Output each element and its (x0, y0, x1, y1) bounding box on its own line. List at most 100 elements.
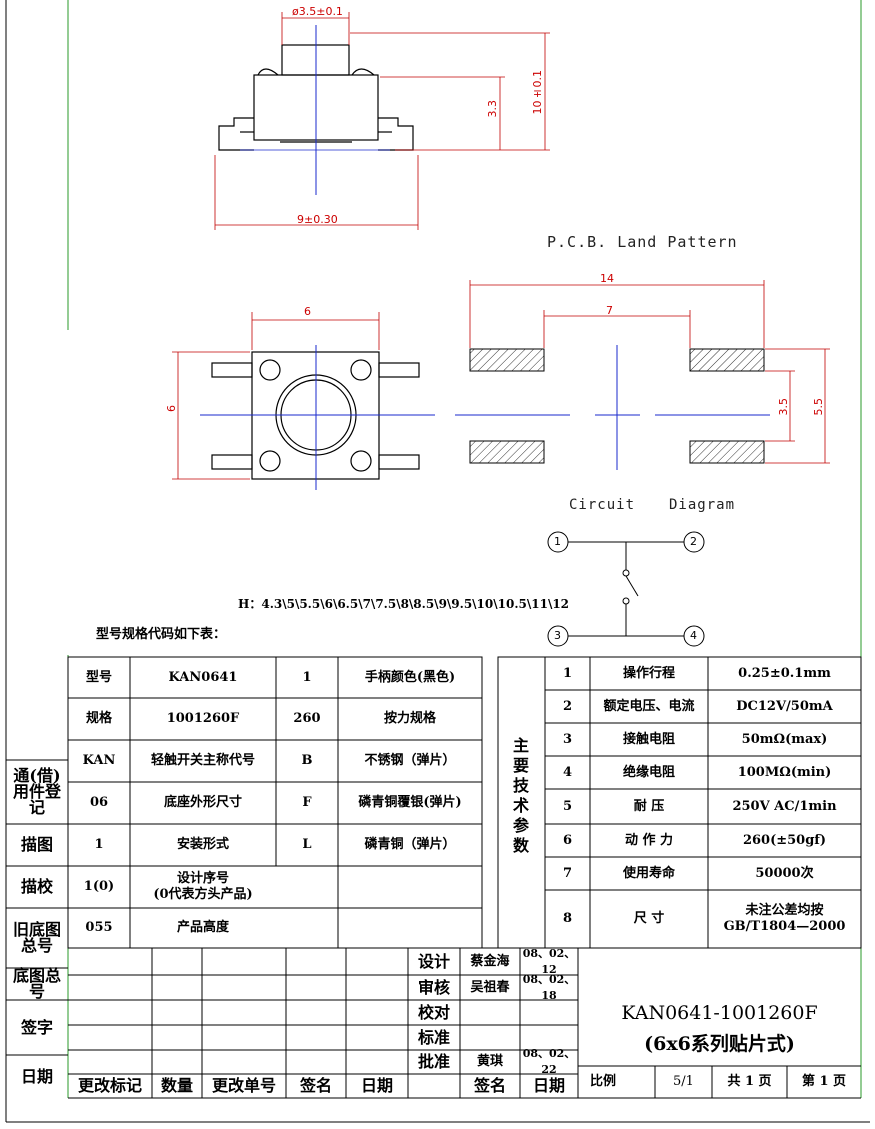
code-cell: 1(0) (83, 879, 115, 894)
tb-change-header: 更改标记 (77, 1076, 142, 1095)
spec-cell: 未注公差均按 GB/T1804—2000 (723, 903, 846, 934)
part-description: (6x6系列贴片式) (644, 1033, 795, 1055)
tb-change-header: 更改单号 (211, 1076, 276, 1095)
tb-name: 吴祖春 (470, 979, 510, 995)
code-cell: 磷青铜（弹片） (364, 837, 456, 852)
code-cell: 底座外形尺寸 (163, 795, 242, 810)
spec-cell: 50000次 (755, 865, 814, 881)
spec-cell: 7 (562, 865, 573, 881)
circuit-title-left: Circuit (569, 497, 636, 513)
tb-date: 08、02、12 (522, 946, 576, 976)
code-cell: KAN0641 (168, 669, 238, 685)
code-cell: 1 (302, 669, 312, 685)
tb-date: 08、02、22 (522, 1047, 576, 1076)
spec-cell: 5 (562, 798, 573, 814)
code-cell: 设计序号 (0代表方头产品) (153, 871, 253, 902)
spec-cell: 接触电阻 (622, 731, 675, 747)
pcb-dimensions (469, 280, 830, 464)
spec-cell: 额定电压、电流 (603, 698, 695, 714)
code-cell: L (302, 837, 312, 852)
code-cell: 型号 (85, 669, 112, 685)
spec-cell: 4 (562, 764, 573, 780)
code-heading: 型号规格代码如下表： (96, 627, 227, 642)
spec-cell: 100MΩ(min) (737, 764, 832, 780)
spec-cell: 0.25±0.1mm (738, 665, 831, 681)
code-cell: 1001260F (166, 711, 240, 726)
tb-change-header: 日期 (532, 1076, 565, 1095)
code-cell: 手柄颜色(黑色) (364, 669, 456, 685)
total-pages: 共 1 页 (727, 1074, 772, 1089)
code-cell: 06 (89, 795, 109, 810)
tb-role: 标准 (417, 1027, 450, 1047)
code-cell: 055 (85, 920, 113, 935)
left-strip-label: 签字 (20, 1017, 53, 1037)
spec-cell: 耐 压 (633, 798, 665, 814)
spec-cell: 3 (562, 731, 573, 747)
left-strip-grid (6, 759, 68, 1056)
dim-body-width: 6 (304, 305, 311, 318)
dim-pcb-h-inner: 3.5 (777, 398, 790, 416)
scale-value: 5/1 (673, 1074, 694, 1089)
code-cell: 磷青铜覆银(弹片) (358, 795, 462, 810)
spec-cell: 2 (562, 698, 573, 714)
code-cell: 260 (293, 711, 321, 726)
tb-date: 08、02、18 (522, 972, 576, 1002)
spec-title: 主要技术参数 (510, 737, 529, 857)
dim-base-width: 9±0.30 (297, 213, 338, 226)
spec-cell: 260(±50gf) (742, 832, 827, 848)
spec-cell: 50mΩ(max) (741, 731, 828, 747)
scale-label: 比例 (589, 1074, 616, 1089)
left-strip-label: 描校 (20, 877, 53, 896)
left-strip-label: 通(借) 用件登记 (12, 766, 61, 817)
dim-pcb-outer: 14 (600, 272, 614, 285)
pcb-pads (469, 348, 765, 464)
top-dimensions (172, 312, 380, 480)
spec-cell: 操作行程 (622, 665, 675, 681)
dim-pcb-inner: 7 (606, 304, 613, 317)
dim-body-height: 6 (165, 405, 178, 412)
tb-change-header: 签名 (473, 1076, 506, 1095)
pcb-centerlines (455, 345, 770, 470)
left-strip-label: 旧底图 总号 (12, 920, 61, 955)
spec-cell: 动 作 力 (624, 832, 674, 848)
pin-2: 2 (690, 535, 697, 548)
left-strip-label: 底图总号 (12, 966, 61, 1001)
dim-pcb-h-outer: 5.5 (812, 398, 825, 416)
tb-change-header: 日期 (360, 1076, 393, 1095)
spec-cell: 绝缘电阻 (622, 764, 675, 780)
spec-cell: 1 (562, 665, 573, 681)
code-cell: 产品高度 (176, 920, 229, 935)
pin-4: 4 (690, 629, 697, 642)
spec-cell: 250V AC/1min (732, 798, 837, 814)
spec-cell: 8 (562, 911, 573, 926)
code-cell: 安装形式 (176, 837, 229, 852)
tb-name: 蔡金海 (470, 953, 510, 969)
dim-diameter: ø3.5±0.1 (292, 5, 343, 18)
side-dimensions (214, 12, 550, 230)
tb-change-header: 签名 (299, 1076, 332, 1095)
code-table-grid (67, 656, 483, 949)
code-cell: B (301, 753, 313, 768)
code-cell: 按力规格 (383, 711, 436, 726)
code-cell: 轻触开关主称代号 (150, 753, 255, 768)
left-strip-label: 日期 (20, 1066, 53, 1086)
spec-cell: DC12V/50mA (736, 698, 833, 714)
height-options: H：4.3\5\5.5\6\6.5\7\7.5\8\8.5\9\9.5\10\1… (238, 597, 570, 611)
tb-change-header: 数量 (160, 1076, 193, 1095)
code-cell: 规格 (85, 711, 112, 726)
circuit-title-right: Diagram (669, 497, 736, 513)
spec-cell: 6 (562, 832, 573, 848)
code-cell: 不锈钢（弹片） (364, 753, 456, 768)
circuit-diagram (547, 531, 705, 647)
code-cell: 1 (94, 837, 104, 852)
outer-border (5, 0, 870, 1123)
spec-cell: 尺 寸 (633, 911, 665, 926)
code-cell: F (302, 795, 312, 810)
part-number: KAN0641-1001260F (621, 1002, 818, 1024)
tb-role: 批准 (417, 1052, 450, 1071)
page-number: 第 1 页 (801, 1074, 847, 1089)
tb-role: 设计 (417, 951, 450, 971)
tb-role: 审核 (417, 977, 450, 997)
dim-base-height: 3.3 (486, 100, 499, 118)
